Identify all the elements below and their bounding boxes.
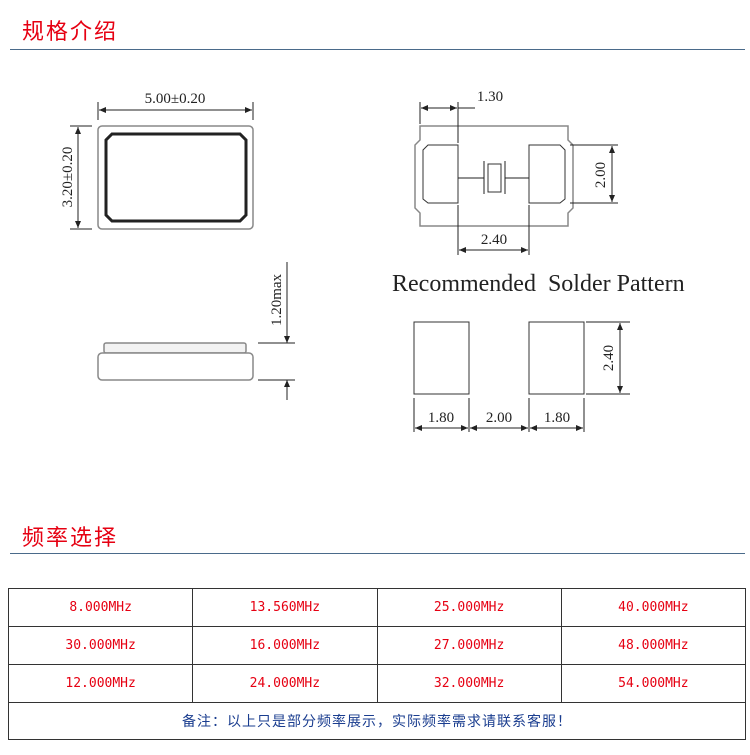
frequency-cell: 13.560MHz [192,588,378,627]
frequency-cell: 27.000MHz [376,626,562,665]
solder-left-label: 1.80 [428,410,454,426]
technical-drawing: 5.00±0.20 3.20±0.20 1.20max 1.30 [60,89,685,432]
pad-height-label: 2.00 [593,162,609,188]
freq-section-rule [10,553,745,554]
table-row: 30.000MHz 16.000MHz 27.000MHz 48.000MHz [7,626,747,665]
solder-pattern: 1.80 2.00 1.80 2.40 [413,321,630,432]
right-pad [528,144,566,204]
solder-right-label: 1.80 [544,410,570,426]
solder-pattern-title: Recommended Solder Pattern [392,271,685,297]
solder-height-label: 2.40 [601,345,617,371]
table-note: 备注：以上只是部分频率展示，实际频率需求请联系客服！ [8,702,746,740]
table-row: 备注：以上只是部分频率展示，实际频率需求请联系客服！ [8,702,746,740]
left-pad [422,144,459,204]
frequency-cell: 48.000MHz [560,626,747,665]
width-dimension-label: 5.00±0.20 [145,91,206,107]
frequency-cell: 25.000MHz [376,588,562,627]
height-dimension-label: 3.20±0.20 [60,147,76,208]
top-view: 5.00±0.20 3.20±0.20 [60,91,254,230]
crystal-symbol [487,163,502,193]
frequency-cell: 40.000MHz [560,588,747,627]
freq-section-title: 频率选择 [22,526,119,551]
side-base [97,352,254,381]
frequency-cell: 30.000MHz [7,626,194,665]
frequency-cell: 32.000MHz [376,664,562,703]
pad-width-label: 1.30 [477,89,503,105]
table-row: 8.000MHz 13.560MHz 25.000MHz 40.000MHz [7,588,747,627]
side-lid [103,342,247,354]
side-view: 1.20max [97,262,295,400]
pad-view: 1.30 2.00 2.40 [414,89,618,255]
frequency-cell: 16.000MHz [192,626,378,665]
package-lid [104,132,248,223]
frequency-cell: 24.000MHz [192,664,378,703]
frequency-cell: 12.000MHz [7,664,194,703]
pad-gap-label: 2.40 [481,232,507,248]
frequency-cell: 54.000MHz [560,664,747,703]
spec-section-rule [10,49,745,50]
solder-pad-right [528,321,585,395]
spec-section-title: 规格介绍 [22,20,119,45]
frequency-cell: 8.000MHz [7,588,194,627]
solder-pad-left [413,321,470,395]
table-row: 12.000MHz 24.000MHz 32.000MHz 54.000MHz [7,664,747,703]
frequency-table: 8.000MHz 13.560MHz 25.000MHz 40.000MHz 3… [7,588,747,740]
side-height-label: 1.20max [269,273,285,326]
solder-middle-label: 2.00 [486,410,512,426]
